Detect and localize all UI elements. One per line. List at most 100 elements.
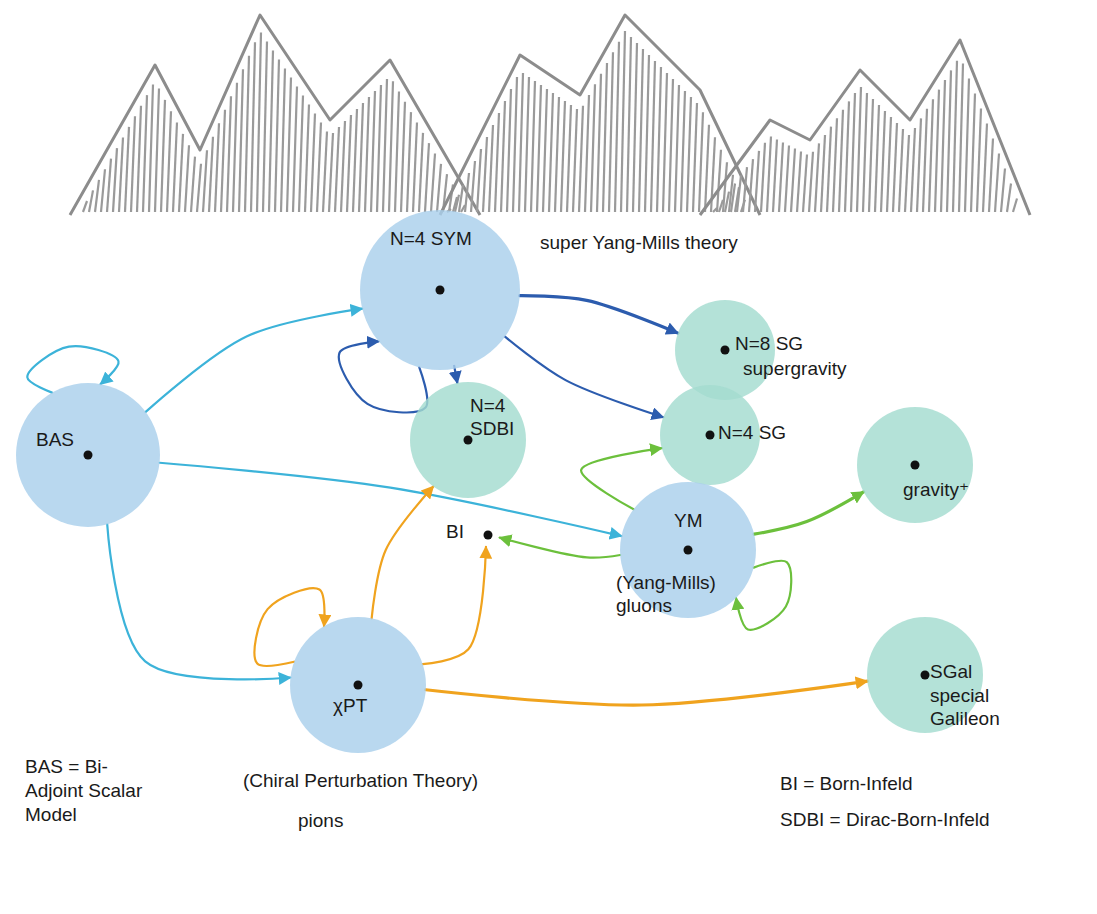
mountain-hatch (567, 105, 571, 212)
mountain-hatch (431, 154, 435, 213)
mountain-hatch (989, 139, 993, 213)
mountain-hatch (971, 94, 975, 213)
mountain-hatch (627, 37, 631, 212)
theory-dot (84, 451, 93, 460)
theory-bubble: SGalspecial Galileon (867, 617, 983, 733)
mountain-hatch (239, 69, 243, 212)
node-label: (Yang-Mills) gluons (616, 572, 741, 618)
mountain-hatch (699, 112, 703, 212)
mountain-hatch (977, 109, 981, 213)
mountain-hatch (161, 100, 165, 212)
mountain-hatch (573, 109, 577, 212)
theory-bubble: BAS (16, 383, 160, 527)
mountain-hatch (549, 93, 553, 212)
mountain-hatch (191, 157, 195, 212)
legend-note: BAS = Bi-Adjoint Scalar Model (25, 755, 165, 826)
theory-bubble: N=8 SGsupergravity (675, 300, 775, 400)
mountain-hatch (395, 92, 399, 213)
mountain-hatch (615, 42, 619, 212)
node-label: super Yang-Mills theory (540, 232, 830, 255)
mountain-hatch (719, 200, 723, 212)
theory-dot (921, 671, 930, 680)
mountain-hatch (717, 150, 721, 212)
mountain-hatch (437, 164, 441, 212)
node-label: BI (446, 521, 480, 544)
mountain-hatch (609, 52, 613, 212)
mountain-hatch (425, 143, 429, 212)
mountain-hatch (1013, 199, 1017, 213)
mountain-hatch (929, 99, 933, 212)
theory-bubble: YM(Yang-Mills) gluons (620, 482, 756, 618)
connector-arrow (505, 337, 663, 418)
mountain-hatch (389, 81, 393, 212)
mountain-hatch (663, 73, 667, 212)
mountain-hatch (657, 67, 661, 212)
mountain-hatch (227, 96, 231, 212)
mountain-hatch (525, 77, 529, 212)
mountain-hatch (911, 128, 915, 212)
mountain-hatch (669, 79, 673, 212)
node-label: N=4 SDBI (470, 395, 528, 441)
mountain-hatch (197, 164, 201, 212)
mountain-hatch (995, 154, 999, 213)
mountain-hatch (875, 105, 879, 212)
mountain-hatch (815, 143, 819, 212)
mountain-hatch (335, 127, 339, 212)
mountain-hatch (857, 87, 861, 212)
mountain-hatch (269, 51, 273, 213)
mountain-hatch (495, 113, 499, 212)
mountain-hatch (941, 80, 945, 212)
node-label: gravity⁺ (903, 479, 1003, 502)
mountain-hatch (1007, 184, 1011, 213)
mountain-hatch (737, 175, 741, 212)
mountain-hatch (401, 102, 405, 212)
mountain-hatch (221, 110, 225, 212)
connector-arrow (372, 486, 434, 618)
mountain-hatch (209, 137, 213, 212)
mountain-hatch (305, 105, 309, 213)
mountain-hatch (899, 129, 903, 212)
mountain-hatch (713, 208, 717, 212)
mountain-hatch (383, 79, 387, 212)
mountain-hatch (113, 148, 117, 212)
mountain-hatch (245, 56, 249, 212)
node-label: N=4 SG (718, 422, 808, 445)
bubble-circle (290, 617, 426, 753)
mountain-hatch (597, 74, 601, 212)
mountain-hatch (959, 64, 963, 213)
node-label: pions (298, 810, 378, 833)
node-label: N=8 SG (735, 333, 825, 356)
mountain-hatch (761, 143, 765, 212)
mountain-hatch (287, 78, 291, 213)
mountain-hatch (143, 95, 147, 212)
theory-dot (354, 681, 363, 690)
node-label: BAS (36, 429, 86, 452)
mountain-hatch (465, 173, 469, 212)
mountain-hatch (179, 134, 183, 212)
legend-note: SDBI = Dirac-Born-Infeld (780, 808, 1000, 832)
mountain-hatch (407, 112, 411, 212)
connector-arrow (423, 547, 486, 664)
mountain-hatch (767, 137, 771, 213)
mountain-hatch (413, 123, 417, 213)
mountain-hatch (371, 91, 375, 212)
mountain-hatch (459, 185, 463, 212)
mountain-hatch (749, 159, 753, 212)
mountain-hatch (323, 132, 327, 213)
mountain-hatch (167, 111, 171, 212)
mountain-hatch (501, 101, 505, 212)
mountain-hatch (215, 123, 219, 212)
bubble-shape (410, 382, 526, 498)
theory-dot (684, 546, 693, 555)
mountain-hatch (299, 96, 303, 213)
mountain-hatch (731, 184, 735, 213)
mountain-hatch (687, 97, 691, 212)
mountain-hatch (585, 95, 589, 212)
mountain-range (700, 40, 1030, 215)
mountain-hatch (257, 33, 261, 213)
mountain-hatch (95, 180, 99, 212)
theory-dot (484, 531, 493, 540)
mountain-hatch (1001, 169, 1005, 213)
bubble-shape (476, 523, 500, 547)
